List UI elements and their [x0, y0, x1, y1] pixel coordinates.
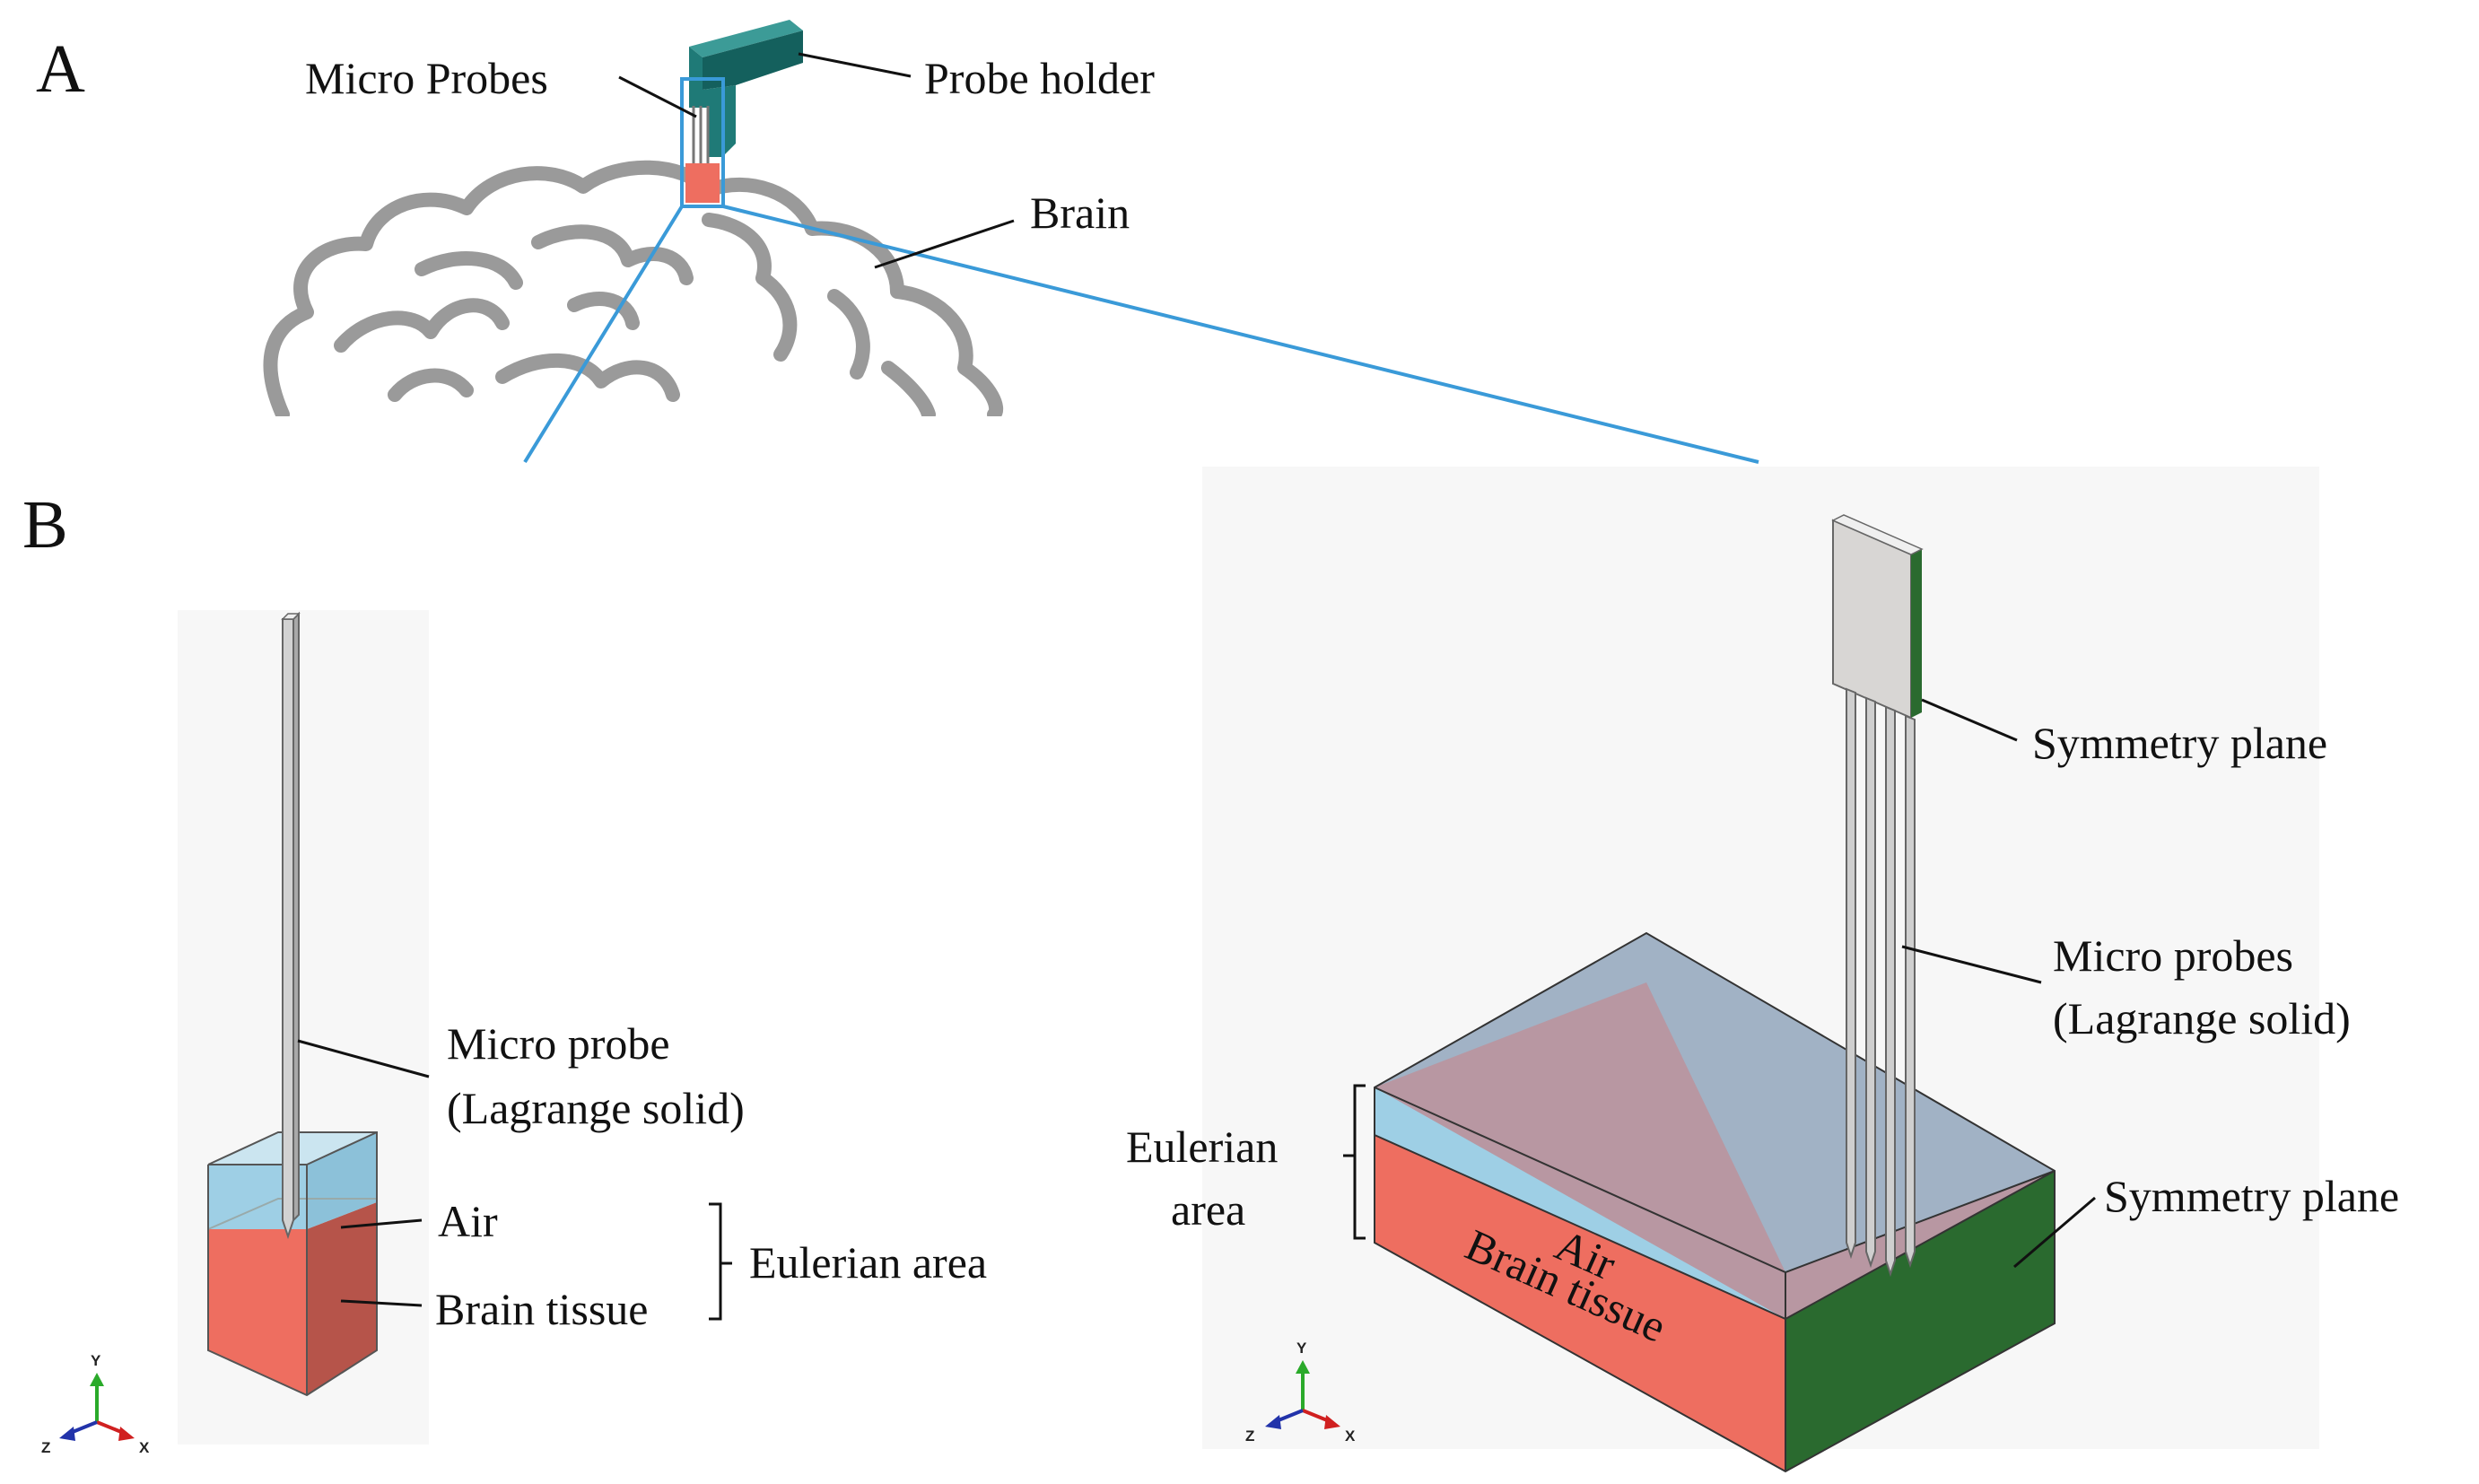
brain-fold-5 [827, 289, 870, 380]
brain-fold-9 [567, 291, 640, 330]
probe-shank-1 [1846, 687, 1856, 1260]
block-c-tissue-front [1375, 1135, 1785, 1471]
probe-shanks [1846, 687, 1916, 1278]
brace-eulerian-b [709, 1202, 732, 1321]
axis-b-y-label: Y [91, 1352, 101, 1369]
axis-triad-b: Y Z X [41, 1352, 150, 1456]
leader-probe-holder [798, 52, 912, 78]
axis-b-z-head [59, 1427, 75, 1441]
block-b-interface [207, 1198, 377, 1230]
leader-brain-tissue-b [340, 1299, 423, 1307]
axis-c-z-label: Z [1245, 1427, 1254, 1445]
axis-b-y-head [90, 1373, 104, 1386]
axis-c-z-head [1265, 1415, 1281, 1429]
brain-fold-2 [415, 251, 523, 290]
micro-probes-small [692, 106, 710, 163]
label-symmetry-plane-bottom: Symmetry plane [2104, 1171, 2399, 1221]
brain-fold-1 [334, 298, 510, 353]
label-eulerian-area-b: Eulerian area [749, 1237, 987, 1288]
brain-illustration [263, 160, 1004, 422]
brain-crop-mask [251, 416, 1023, 470]
brace-eulerian-c [1343, 1084, 1366, 1240]
leader-symmetry-plane-top [1921, 698, 2018, 742]
probe-holder-front [703, 31, 803, 90]
panel-b: B Micro probe (Lagrange solid) Air Brain… [22, 487, 987, 1456]
micro-probe-b-side [292, 611, 300, 1223]
label-micro-probe-b-1: Micro probe [447, 1018, 670, 1069]
block-b-tissue-side [307, 1202, 377, 1395]
axis-c-x-head [1324, 1415, 1340, 1429]
probe-shank-3 [1885, 705, 1896, 1278]
probe-holder [689, 20, 803, 157]
label-probe-holder: Probe holder [924, 53, 1155, 103]
block-c-air-rim [1375, 933, 2055, 1272]
probe-plate-top [1831, 514, 1924, 555]
brain-fold-3 [531, 224, 694, 285]
label-micro-probes: Micro Probes [305, 53, 548, 103]
axis-b-x-head [118, 1427, 135, 1441]
leader-micro-probes-c [1901, 945, 2042, 984]
label-micro-probe-b-2: (Lagrange solid) [447, 1083, 745, 1133]
micro-probe-b-top [281, 613, 301, 620]
zoom-callout-right [722, 205, 1759, 464]
label-micro-probes-c-2: (Lagrange solid) [2053, 993, 2351, 1043]
micro-probes-c [1831, 514, 1924, 1278]
leader-micro-probes [618, 75, 697, 118]
probe-plate-edge [1911, 549, 1922, 718]
leader-micro-probe-b [297, 1039, 430, 1078]
panel-c: C Air Brain tissue Symmetry pla [1126, 467, 2399, 1473]
label-eulerian-c-1: Eulerian [1126, 1122, 1278, 1172]
probe-holder-top [689, 20, 803, 57]
micro-probe-b [281, 611, 301, 1240]
axis-c-y-label: Y [1296, 1340, 1307, 1357]
panel-a-letter: A [36, 31, 85, 107]
leader-brain [874, 219, 1015, 269]
zoom-callout-left [523, 205, 684, 464]
block-b-edges [207, 1131, 378, 1397]
probe-shank-2 [1865, 696, 1876, 1269]
panel-a: A [36, 20, 1759, 470]
label-eulerian-c-2: area [1171, 1184, 1245, 1235]
insert-region-tissue [685, 163, 720, 203]
axis-c-x-label: X [1345, 1427, 1356, 1445]
brain-fold-4 [702, 213, 798, 362]
leader-air-b [340, 1218, 423, 1229]
label-brain-tissue-b: Brain tissue [435, 1284, 648, 1334]
block-b-tissue-front [208, 1229, 307, 1395]
leader-symmetry-plane-bottom [2013, 1196, 2096, 1269]
axis-b-z-label: Z [41, 1439, 50, 1456]
insert-region-box [680, 77, 725, 208]
block-c-symmetry-face [1785, 1171, 2055, 1471]
label-micro-probes-c-1: Micro probes [2053, 930, 2293, 981]
label-air-b: Air [438, 1196, 498, 1246]
brain-fold-8 [881, 361, 936, 422]
label-brain: Brain [1030, 188, 1130, 238]
axis-b-x-label: X [139, 1439, 150, 1456]
axis-triad-c: Y Z X [1245, 1340, 1356, 1445]
micro-probe-b-front [282, 618, 294, 1240]
panel-b-letter: B [22, 487, 68, 563]
block-c-edges [1374, 931, 2056, 1473]
brain-outline [263, 160, 1004, 422]
brain-fold-6 [495, 353, 680, 402]
brain-fold-7 [388, 368, 474, 402]
label-symmetry-plane-top: Symmetry plane [2032, 718, 2327, 768]
probe-shank-4 [1905, 714, 1916, 1269]
axis-c-y-head [1296, 1360, 1310, 1374]
